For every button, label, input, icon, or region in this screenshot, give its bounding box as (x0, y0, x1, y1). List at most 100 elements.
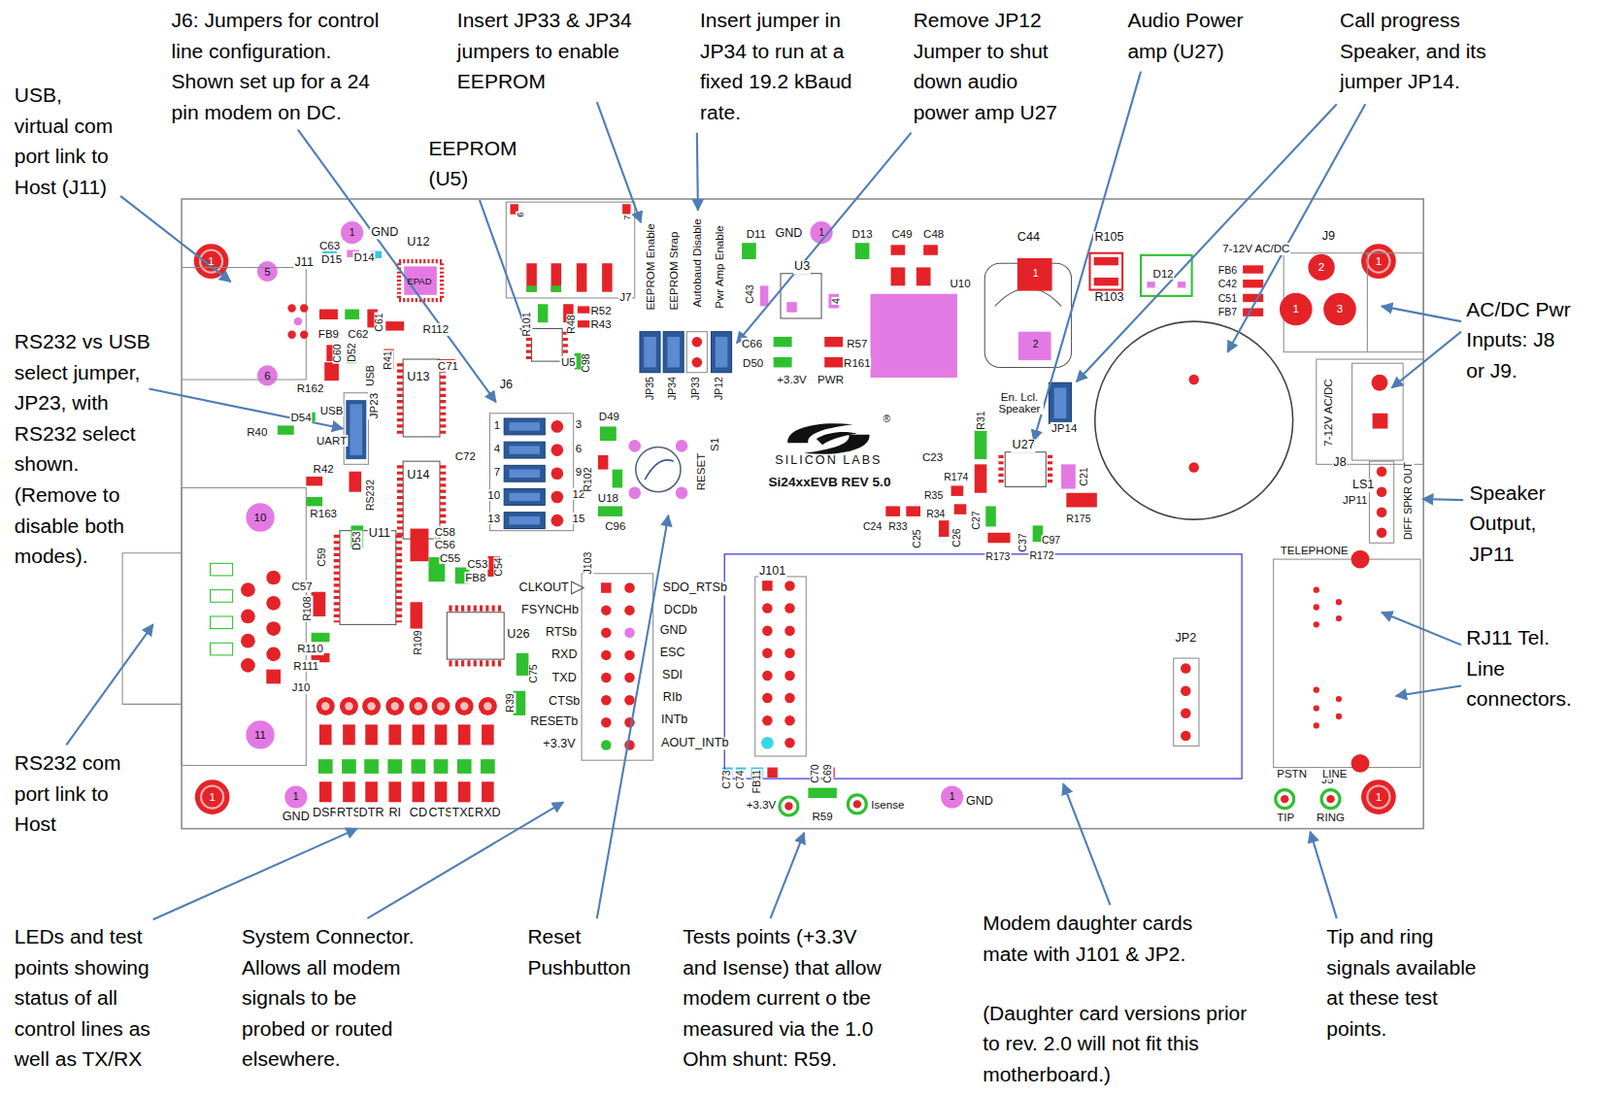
silkscreen-label: J9 (1321, 230, 1336, 243)
silkscreen-label: U5 (560, 356, 577, 368)
silkscreen-label: C66 (740, 337, 764, 350)
silkscreen-label: 3 (574, 418, 583, 431)
silkscreen-label: R108 (302, 596, 314, 623)
circuit-board (122, 199, 1424, 830)
callout-text: Audio Power amp (U27) (1127, 4, 1261, 67)
silkscreen-label: CTS (427, 806, 454, 820)
silkscreen-label: U3 (793, 261, 811, 274)
silkscreen-label: C96 (603, 520, 627, 533)
callout-text: Call progress Speaker, and its jumper JP… (1339, 4, 1514, 98)
silkscreen-label: RXD (473, 806, 502, 820)
silkscreen-label: R102 (583, 466, 595, 493)
silkscreen-label: TELEPHONE (1279, 543, 1350, 556)
silkscreen-label: C58 (433, 526, 457, 538)
silkscreen-label: R110 (296, 642, 325, 655)
silkscreen-label: C23 (921, 451, 944, 464)
silkscreen-label: Isense (869, 799, 905, 811)
silkscreen-label: JP33 (690, 375, 701, 401)
silkscreen-label: C60 (332, 342, 343, 364)
callout-text: EEPROM (U5) (428, 133, 531, 195)
silkscreen-label: USB (365, 364, 376, 388)
callout-text: System Connector. Allows all modem signa… (241, 921, 422, 1075)
silkscreen-label: 15 (571, 512, 587, 525)
silkscreen-label: R163 (308, 507, 338, 520)
silkscreen-label: FB9 (317, 328, 340, 340)
silkscreen-label: GND (965, 795, 995, 808)
silkscreen-label: R31 (976, 409, 988, 431)
silkscreen-label: C27 (970, 509, 982, 531)
silkscreen-label: R101 (522, 311, 534, 338)
silkscreen-label: U11 (367, 527, 392, 540)
silkscreen-label: R173 (984, 551, 1011, 563)
silkscreen-label: U26 (505, 628, 531, 641)
silkscreen-label: R161 (842, 357, 872, 369)
silkscreen-label: J101 (758, 565, 787, 578)
silkscreen-label: J6 (499, 379, 514, 393)
silkscreen-label: D50 (741, 357, 765, 369)
callout-text: (Daughter card versions prior to rev. 2.… (982, 998, 1250, 1091)
silkscreen-label: EPAD (405, 276, 433, 287)
silkscreen-label: R52 (589, 303, 612, 316)
leader-arrows (66, 71, 1464, 921)
silkscreen-label: R162 (296, 382, 326, 395)
silkscreen-label: 10 (253, 511, 268, 524)
silkscreen-label: FSYNCHb (520, 603, 580, 617)
silkscreen-label: 1 (348, 227, 357, 238)
silkscreen-label: LINE (1321, 767, 1349, 780)
silkscreen-label: Pwr Amp Enable (713, 225, 726, 310)
silkscreen-label: CTSb (547, 695, 581, 708)
silkscreen-label: 1 (817, 227, 826, 238)
silkscreen-label: 4 (831, 297, 842, 305)
silkscreen-label: JP2 (1173, 632, 1198, 645)
silkscreen-label: 7 (493, 465, 501, 477)
silkscreen-label: DTR (358, 806, 386, 820)
silkscreen-label: JP35 (644, 375, 656, 401)
silkscreen-label: C54 (493, 557, 504, 578)
silkscreen-label: 5 (263, 265, 271, 277)
callout-text: RJ11 Tel. Line connectors. (1466, 622, 1584, 715)
callout-text: Reset Pushbutton (527, 921, 642, 983)
silkscreen-label: C97 (1040, 535, 1062, 547)
silkscreen-label: 2 (1317, 261, 1326, 273)
callout-text: Remove JP12 Jumper to shut down audio po… (913, 4, 1077, 128)
silkscreen-label: UART (315, 434, 348, 447)
silkscreen-label: 1 (207, 791, 216, 803)
silkscreen-label: C51 (1217, 293, 1238, 304)
silkscreen-label: D53 (351, 530, 363, 551)
callout-text: Speaker Output, JP11 (1468, 477, 1567, 570)
silkscreen-label: S1 (708, 436, 721, 453)
silkscreen-label: C44 (1016, 231, 1041, 244)
silkscreen-label: RTSb (544, 626, 578, 639)
silkscreen-label: En. Lcl. Speaker (995, 391, 1044, 415)
silkscreen-label: C53 (466, 558, 489, 570)
silkscreen-label: R109 (412, 630, 424, 657)
silkscreen-label: C26 (951, 527, 963, 548)
silkscreen-label: C63 (318, 239, 341, 252)
silkscreen-label: R172 (1029, 550, 1056, 562)
silkscreen-label: C98 (581, 353, 593, 374)
silkscreen-label: U18 (597, 492, 620, 504)
silkscreen-label: D14 (353, 251, 376, 264)
silkscreen-label: R34 (925, 508, 946, 520)
silkscreen-label: R112 (421, 323, 450, 335)
silkscreen-label: D15 (320, 253, 343, 266)
silkscreen-label: 11 (253, 729, 267, 741)
silkscreen-label: 6 (263, 369, 271, 382)
silkscreen-label: GND (281, 810, 311, 824)
silkscreen-label: AOUT_INTb (660, 737, 730, 751)
silkscreen-label: GND (369, 226, 400, 239)
silkscreen-label: R59 (811, 810, 834, 823)
silkscreen-label: 1 (206, 255, 215, 267)
silkscreen-label: C69 (823, 763, 834, 784)
callout-text: Tests points (+3.3V and Isense) that all… (682, 921, 891, 1075)
silkscreen-label: RXD (550, 648, 579, 662)
silkscreen-label: R174 (942, 471, 969, 483)
silkscreen-label: 1 (493, 419, 501, 432)
silkscreen-label: DCDb (663, 603, 699, 617)
silkscreen-label: R40 (245, 426, 268, 438)
silkscreen-label: C25 (911, 528, 923, 549)
silkscreen-label: JP12 (713, 375, 725, 401)
silkscreen-label: 4 (493, 442, 501, 455)
silkscreen-label: 1 (1374, 791, 1383, 803)
silkscreen-label: U12 (405, 236, 431, 250)
